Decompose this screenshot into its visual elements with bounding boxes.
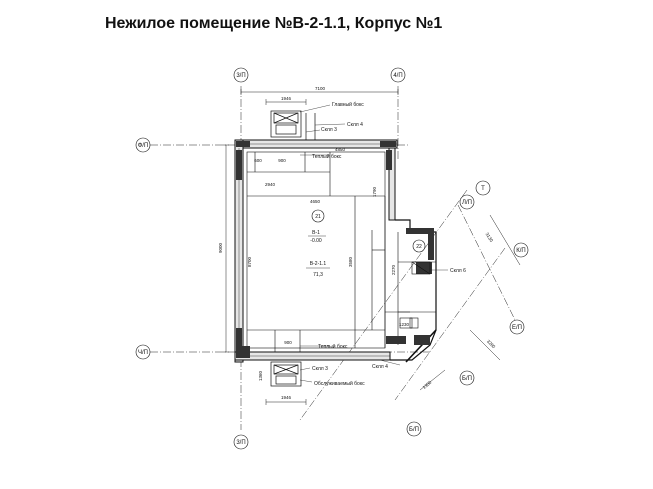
dim-bot-900: 900 [284, 340, 292, 345]
note-shaft-4-bot: Склл 4 [372, 364, 388, 370]
dim-bot-1360: 1360 [258, 370, 263, 381]
axis-bubble-diag-4: Е/П [509, 319, 525, 335]
room-main-number: 21 [315, 214, 321, 220]
dim-top-vent: 1946 [281, 96, 292, 101]
axis-bubble-diag-3: К/П [513, 242, 529, 258]
room-main-level: -0.00 [310, 238, 322, 244]
dim-right-v: 1790 [372, 186, 377, 197]
dimension-lines [223, 89, 521, 405]
dim-inner-top: 4850 [335, 147, 346, 152]
dim-center-v: 3580 [348, 256, 353, 267]
dim-1230: 1230 [399, 322, 410, 327]
vent-box-bottom [270, 361, 302, 387]
axis-bubble-bottom-left: 3/П [233, 434, 249, 450]
dim-top-total: 7100 [315, 86, 326, 91]
note-ventilation-bottom: Теплый бокс [318, 343, 348, 350]
room-main-marker: 21 [311, 209, 325, 223]
axis-bubble-top-left: 3/П [233, 67, 249, 83]
axis-bubble-top-right: 4/П [390, 67, 406, 83]
note-shaft-4-top: Склл 4 [347, 122, 363, 128]
note-service-box: Обслуживаемый бокс [314, 380, 365, 387]
leader-lines [299, 104, 448, 383]
axis-label: Е/П [512, 325, 522, 331]
dim-600: 600 [254, 158, 262, 163]
dim-900: 900 [278, 158, 286, 163]
axis-label: 3/П [236, 73, 245, 79]
outer-walls [234, 139, 437, 363]
axis-label: Т [481, 186, 485, 192]
axis-label: 4/П [393, 73, 402, 79]
axis-bubble-diag-6: Б/П [406, 421, 422, 437]
dim-2270: 2270 [391, 264, 396, 275]
axis-label: Ч/П [138, 350, 148, 356]
room-main-code: В-1 [312, 230, 320, 236]
page-title: Нежилое помещение №В-2-1.1, Корпус №1 [105, 15, 443, 32]
axis-label: Л/П [462, 200, 472, 206]
axis-label: 3/П [236, 440, 245, 446]
room-main-label: В-2-1.1 [310, 261, 327, 267]
vent-box-top [270, 110, 316, 140]
axis-label: К/П [516, 248, 525, 254]
dim-4650: 4650 [310, 199, 321, 204]
room-small-marker: 22 [412, 239, 426, 253]
dim-2940: 2940 [265, 182, 276, 187]
axis-label: Б/П [409, 427, 419, 433]
dim-diag-3130: 3130 [484, 232, 494, 244]
axis-bubble-diag-5: Б/П [459, 370, 475, 386]
fixture-small-room [399, 261, 431, 329]
dim-diag-1350: 1350 [422, 379, 433, 390]
axis-label: Ф/П [138, 143, 149, 149]
room-main-area: 71,3 [313, 272, 323, 278]
note-shaft-3-top: Склл 3 [321, 127, 337, 133]
axis-bubble-left-top: Ф/П [135, 137, 151, 153]
dim-bot-vent: 1946 [281, 395, 292, 400]
dim-left-inner: 8700 [247, 256, 252, 267]
note-shaft-6: Склл 6 [450, 268, 466, 274]
axis-bubble-diag-2: Л/П [459, 194, 475, 210]
axis-label: Б/П [462, 376, 472, 382]
wall-hatching [236, 141, 434, 358]
dim-diag-3260: 3260 [486, 339, 497, 350]
room-small-number: 22 [416, 244, 422, 250]
dim-left-height: 9000 [218, 242, 223, 253]
note-shaft-3-bot: Склл 3 [312, 366, 328, 372]
note-ventilation-top: Теплый бокс [312, 153, 342, 160]
axis-bubble-left-bottom: Ч/П [135, 344, 151, 360]
axis-bubble-diag-1: Т [475, 180, 491, 196]
note-main-cable: Главный бокс [332, 101, 364, 108]
